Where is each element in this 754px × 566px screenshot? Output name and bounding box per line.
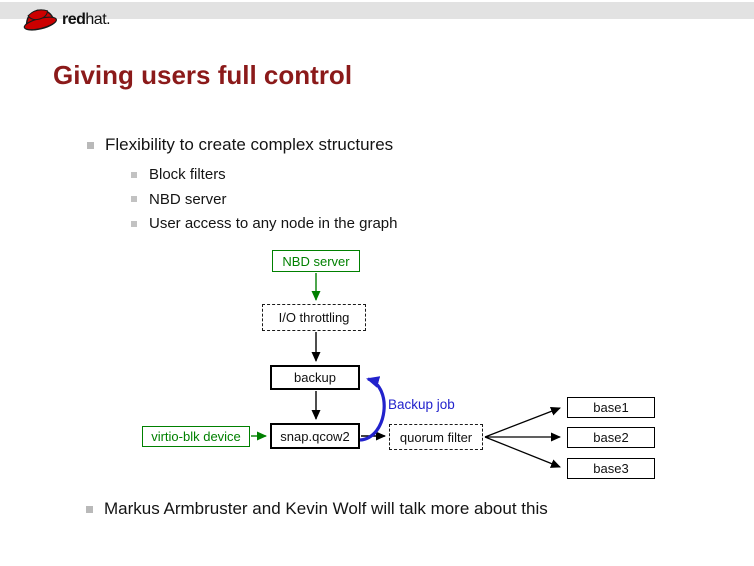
bullet-sub-user-access: User access to any node in the graph (149, 215, 398, 232)
diagram-arrows (251, 273, 561, 468)
slide-title: Giving users full control (53, 60, 353, 90)
node-base3: base3 (567, 458, 655, 479)
header-band (0, 2, 754, 19)
bullet-main: Flexibility to create complex structures (105, 135, 394, 154)
arrow-quorum-to-base1 (484, 407, 561, 438)
wordmark-red: red (62, 11, 86, 28)
bullet-square (131, 221, 137, 227)
bullet-square (87, 142, 94, 149)
bullet-square (131, 172, 137, 178)
node-io-throttling: I/O throttling (262, 304, 366, 331)
node-backup: backup (270, 365, 360, 390)
node-nbd-server: NBD server (272, 250, 360, 272)
bullet-sub-block-filters: Block filters (149, 166, 226, 183)
node-snap-qcow2: snap.qcow2 (270, 423, 360, 449)
node-base1: base1 (567, 397, 655, 418)
bullet-footer: Markus Armbruster and Kevin Wolf will ta… (104, 499, 548, 518)
node-virtio-blk-device: virtio-blk device (142, 426, 250, 447)
bullet-square (86, 506, 93, 513)
wordmark-hat: hat. (85, 11, 111, 28)
block-graph-diagram: NBD server I/O throttling backup snap.qc… (130, 240, 690, 500)
bullet-sub-nbd-server: NBD server (149, 191, 227, 208)
arrow-backup-job-loop (359, 376, 386, 442)
arrow-quorum-to-base3 (484, 436, 561, 468)
redhat-wordmark: redhat. (62, 11, 111, 29)
backup-job-label: Backup job (388, 397, 455, 412)
redhat-logo: redhat. (20, 2, 150, 38)
redhat-hat-icon (23, 9, 58, 31)
bullet-square (131, 196, 137, 202)
node-quorum-filter: quorum filter (389, 424, 483, 450)
node-base2: base2 (567, 427, 655, 448)
